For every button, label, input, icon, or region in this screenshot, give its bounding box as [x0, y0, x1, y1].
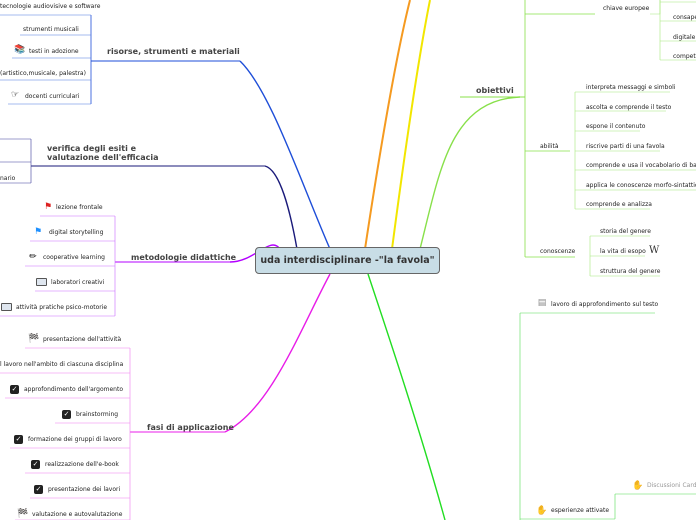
- checkered-flag-icon: 🏁: [28, 334, 40, 344]
- metodologie-item-digital[interactable]: digital storytelling: [49, 229, 104, 236]
- fasi-item-presentazione-lavori[interactable]: presentazione dei lavori: [48, 486, 121, 493]
- abilita-item-ascolta[interactable]: ascolta e comprende il testo: [586, 104, 672, 111]
- hand-icon: ✋: [536, 506, 548, 516]
- risorse-item-tecnologie[interactable]: tecnologie audiovisive e software: [0, 3, 101, 10]
- branch-metodologie-label[interactable]: metodologie didattiche: [131, 253, 237, 262]
- abilita-item-morfosintattiche[interactable]: applica le conoscenze morfo-sintattiche: [586, 182, 696, 189]
- conoscenze-item-esopo[interactable]: la vita di esopo: [600, 248, 646, 255]
- red-flag-icon: ⚑: [43, 202, 53, 212]
- chiave-item-compete[interactable]: compete: [673, 53, 696, 60]
- branch-risorse-label[interactable]: risorse, strumenti e materiali: [107, 47, 240, 56]
- abilita-item-analizza[interactable]: comprende e analizza: [586, 201, 652, 208]
- esperienze-item-approfondimento[interactable]: lavoro di approfondimento sul testo: [551, 301, 659, 308]
- checkmark-icon: ✓: [31, 460, 40, 469]
- abilita-item-espone[interactable]: espone il contenuto: [586, 123, 646, 130]
- abilita-item-riscrive[interactable]: riscrive parti di una favola: [586, 143, 665, 150]
- risorse-item-artistico[interactable]: (artistico,musicale, palestra): [0, 70, 86, 77]
- obiettivi-chiave-europee[interactable]: chiave europee: [603, 5, 650, 12]
- hand-pointer-icon: ☞: [10, 90, 20, 100]
- abilita-item-interpreta[interactable]: interpreta messaggi e simboli: [586, 84, 676, 91]
- checkmark-icon: ✓: [62, 410, 71, 419]
- branch-fasi-label[interactable]: fasi di applicazione: [147, 423, 234, 432]
- risorse-item-strumenti[interactable]: strumenti musicali: [23, 26, 79, 33]
- blue-flag-icon: ⚑: [33, 227, 43, 237]
- esperienze-item-attivate[interactable]: esperienze attivate: [551, 507, 610, 514]
- note-icon: ▤: [537, 298, 547, 308]
- book-icon: [1, 303, 12, 311]
- fasi-item-formazione[interactable]: formazione dei gruppi di lavoro: [28, 436, 122, 443]
- pencil-icon: ✏: [29, 252, 37, 262]
- metodologie-item-attivita[interactable]: attività pratiche psico-motorie: [16, 304, 108, 311]
- verifica-item-nario[interactable]: nario: [0, 175, 16, 182]
- branch-obiettivi-label[interactable]: obiettivi: [476, 86, 514, 95]
- checkmark-icon: ✓: [10, 385, 19, 394]
- checkmark-icon: ✓: [14, 435, 23, 444]
- risorse-item-docenti[interactable]: docenti curriculari: [25, 93, 80, 100]
- fasi-item-realizzazione[interactable]: realizzazione dell'e-book: [45, 461, 119, 468]
- fasi-item-lavoro-disciplina[interactable]: l lavoro nell'ambito di ciascuna discipl…: [0, 361, 124, 368]
- metodologie-item-laboratori[interactable]: laboratori creativi: [51, 279, 105, 286]
- risorse-item-testi[interactable]: testi in adozione: [29, 48, 79, 55]
- checkered-flag-icon: 🏁: [17, 509, 29, 519]
- branch-verifica-label[interactable]: verifica degli esiti e valutazione dell'…: [47, 144, 159, 162]
- discussion-cards-item[interactable]: Discussioni Cards: [647, 482, 696, 489]
- chiave-item-consape[interactable]: consape: [673, 14, 696, 21]
- stacked-books-icon: 📚: [14, 45, 26, 55]
- book-icon: [36, 278, 47, 286]
- chiave-item-digitale[interactable]: digitale: [673, 34, 696, 41]
- checkmark-icon: ✓: [34, 485, 43, 494]
- obiettivi-abilita[interactable]: abilità: [540, 143, 559, 150]
- fasi-item-brainstorming[interactable]: brainstorming: [76, 411, 119, 418]
- obiettivi-conoscenze[interactable]: conoscenze: [540, 248, 576, 255]
- fasi-item-valutazione[interactable]: valutazione e autovalutazione: [32, 511, 123, 518]
- conoscenze-item-storia[interactable]: storia del genere: [600, 228, 651, 235]
- wikipedia-icon[interactable]: W: [649, 245, 660, 256]
- abilita-item-vocabolario[interactable]: comprende e usa il vocabolario di base: [586, 162, 696, 169]
- central-topic[interactable]: uda interdisciplinare -"la favola": [255, 247, 440, 274]
- metodologie-item-lezione[interactable]: lezione frontale: [56, 204, 103, 211]
- conoscenze-item-struttura[interactable]: struttura del genere: [600, 268, 661, 275]
- hand-icon: ✋: [632, 481, 644, 491]
- fasi-item-approfondimento[interactable]: approfondimento dell'argomento: [24, 386, 123, 393]
- fasi-item-presentazione-attivita[interactable]: presentazione dell'attività: [43, 336, 122, 343]
- metodologie-item-cooperative[interactable]: cooperative learning: [43, 254, 105, 261]
